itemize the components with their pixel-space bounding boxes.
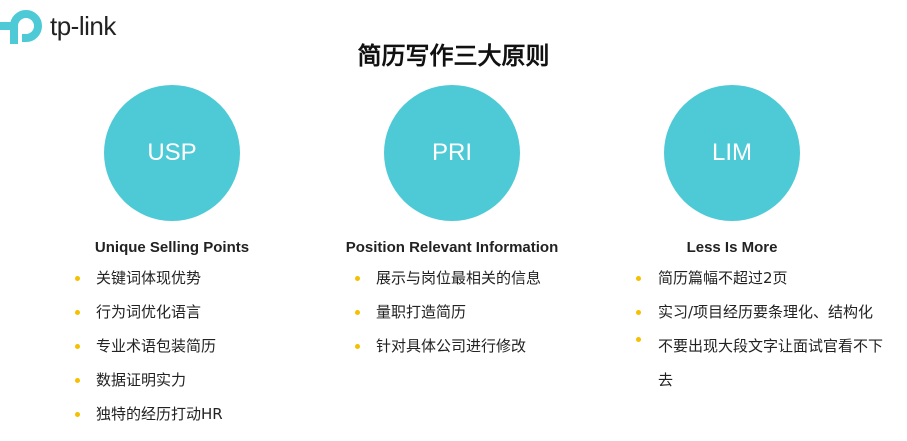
list-item: 实习/项目经历要条理化、结构化 (636, 302, 892, 322)
lim-circle: LIM (664, 85, 800, 221)
list-item: 简历篇幅不超过2页 (636, 268, 892, 288)
bullet-icon (75, 344, 80, 349)
list-item: 独特的经历打动HR (75, 404, 312, 424)
list-item: 量职打造简历 (355, 302, 592, 322)
column-usp: USP Unique Selling Points 关键词体现优势 行为词优化语… (32, 85, 312, 438)
bullet-icon (355, 310, 360, 315)
list-item: 展示与岗位最相关的信息 (355, 268, 592, 288)
bullet-icon (636, 310, 641, 315)
list-item: 不要出现大段文字让面试官看不下去 (636, 329, 892, 397)
list-item: 数据证明实力 (75, 370, 312, 390)
bullet-icon (75, 412, 80, 417)
tp-link-logo: tp-link (0, 4, 116, 48)
pri-list: 展示与岗位最相关的信息 量职打造简历 针对具体公司进行修改 (355, 268, 592, 356)
list-item: 关键词体现优势 (75, 268, 312, 288)
bullet-icon (75, 276, 80, 281)
pri-label: Position Relevant Information (345, 239, 559, 256)
pri-circle: PRI (384, 85, 520, 221)
tp-link-logo-icon (0, 10, 42, 44)
bullet-icon (75, 310, 80, 315)
logo-text: tp-link (50, 10, 116, 41)
bullet-icon (636, 276, 641, 281)
bullet-icon (636, 337, 641, 342)
list-item: 针对具体公司进行修改 (355, 336, 592, 356)
column-lim: LIM Less Is More 简历篇幅不超过2页 实习/项目经历要条理化、结… (592, 85, 892, 411)
usp-label: Unique Selling Points (94, 239, 250, 256)
lim-list: 简历篇幅不超过2页 实习/项目经历要条理化、结构化 不要出现大段文字让面试官看不… (636, 268, 892, 397)
bullet-icon (355, 344, 360, 349)
list-item: 专业术语包装简历 (75, 336, 312, 356)
bullet-icon (75, 378, 80, 383)
bullet-icon (355, 276, 360, 281)
list-item: 行为词优化语言 (75, 302, 312, 322)
slide-title: 简历写作三大原则 (357, 42, 550, 70)
usp-circle: USP (104, 85, 240, 221)
column-pri: PRI Position Relevant Information 展示与岗位最… (312, 85, 592, 370)
lim-label: Less Is More (686, 239, 778, 256)
usp-list: 关键词体现优势 行为词优化语言 专业术语包装简历 数据证明实力 独特的经历打动H… (75, 268, 312, 424)
